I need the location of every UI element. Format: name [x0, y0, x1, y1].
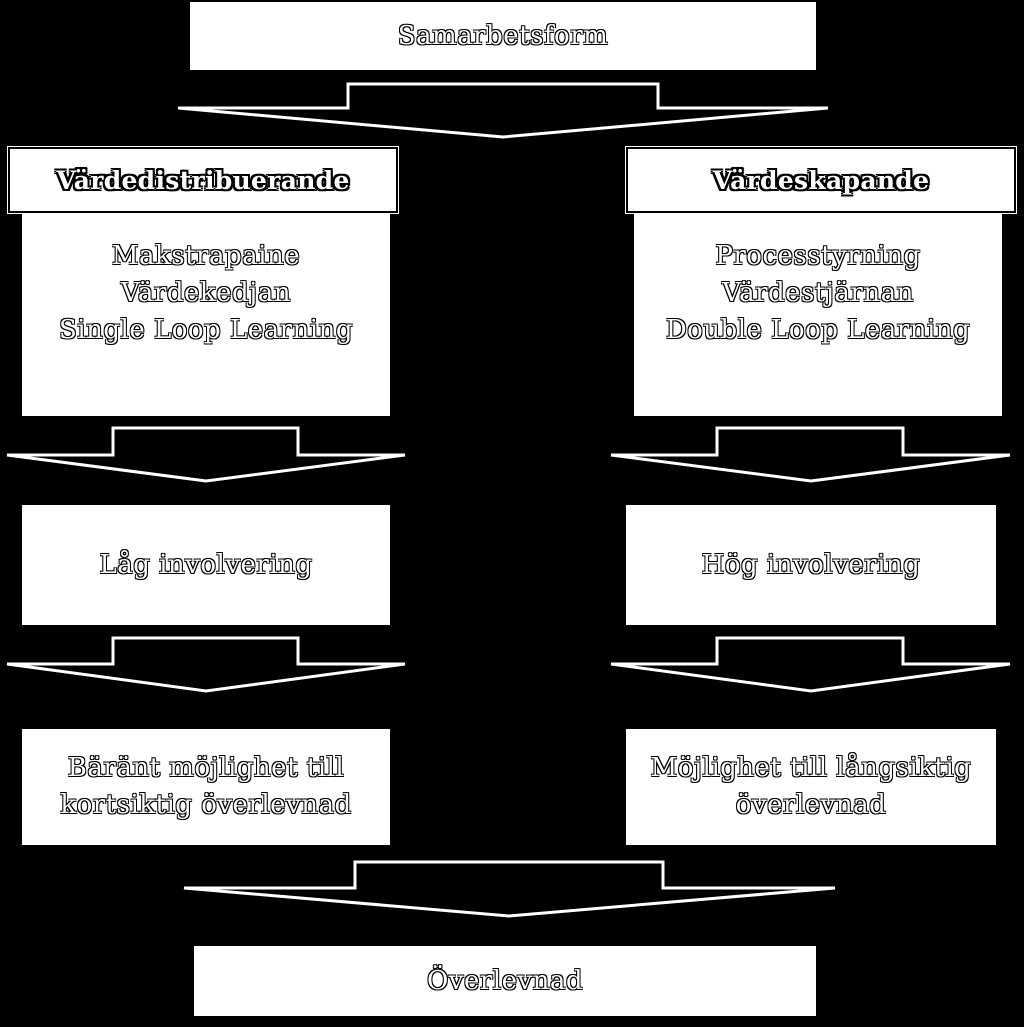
right-header-vardeskapande: Värdeskapande	[625, 146, 1017, 214]
arrow-merge-bottom	[183, 860, 836, 918]
right-body-line-1: Processtyrning	[715, 241, 921, 271]
right-body-line-2: Värdestjärnan	[722, 278, 914, 308]
right-header-label: Värdeskapande	[712, 165, 930, 195]
left-body-line-3: Single Loop Learning	[59, 315, 353, 345]
top-box-label: Samarbetsform	[397, 20, 609, 51]
arrow-top-split	[177, 82, 829, 139]
bottom-box-overlevnad: Överlevnad	[192, 944, 818, 1018]
left-involvement-box: Låg involvering	[20, 503, 392, 627]
left-header-label: Värdedistribuerande	[56, 165, 350, 195]
arrow-right-to-involvement	[610, 426, 1011, 483]
arrow-right-to-outcome	[610, 636, 1011, 693]
left-header-vardedistribuerande: Värdedistribuerande	[7, 146, 399, 214]
right-outcome-line-2: överlevnad	[735, 790, 887, 820]
left-body-box: Makstrapaine Värdekedjan Single Loop Lea…	[20, 188, 392, 418]
arrow-left-to-outcome	[6, 636, 406, 693]
left-body-line-1: Makstrapaine	[111, 241, 301, 271]
right-involvement-label: Hög involvering	[701, 549, 921, 580]
right-outcome-box: Möjlighet till långsiktig överlevnad	[624, 727, 998, 847]
left-outcome-box: Bäränt möjlighet till kortsiktig överlev…	[20, 727, 392, 847]
right-outcome-line-1: Möjlighet till långsiktig	[650, 753, 972, 783]
left-involvement-label: Låg involvering	[99, 549, 313, 580]
right-body-box: Processtyrning Värdestjärnan Double Loop…	[632, 188, 1004, 418]
bottom-box-label: Överlevnad	[426, 965, 584, 996]
arrow-left-to-involvement	[6, 426, 406, 483]
top-box-samarbetsform: Samarbetsform	[188, 0, 818, 72]
left-outcome-line-2: kortsiktig överlevnad	[60, 790, 352, 820]
left-outcome-line-1: Bäränt möjlighet till	[67, 753, 345, 783]
right-involvement-box: Hög involvering	[624, 503, 998, 627]
right-body-line-3: Double Loop Learning	[665, 315, 971, 345]
left-body-line-2: Värdekedjan	[121, 278, 291, 308]
